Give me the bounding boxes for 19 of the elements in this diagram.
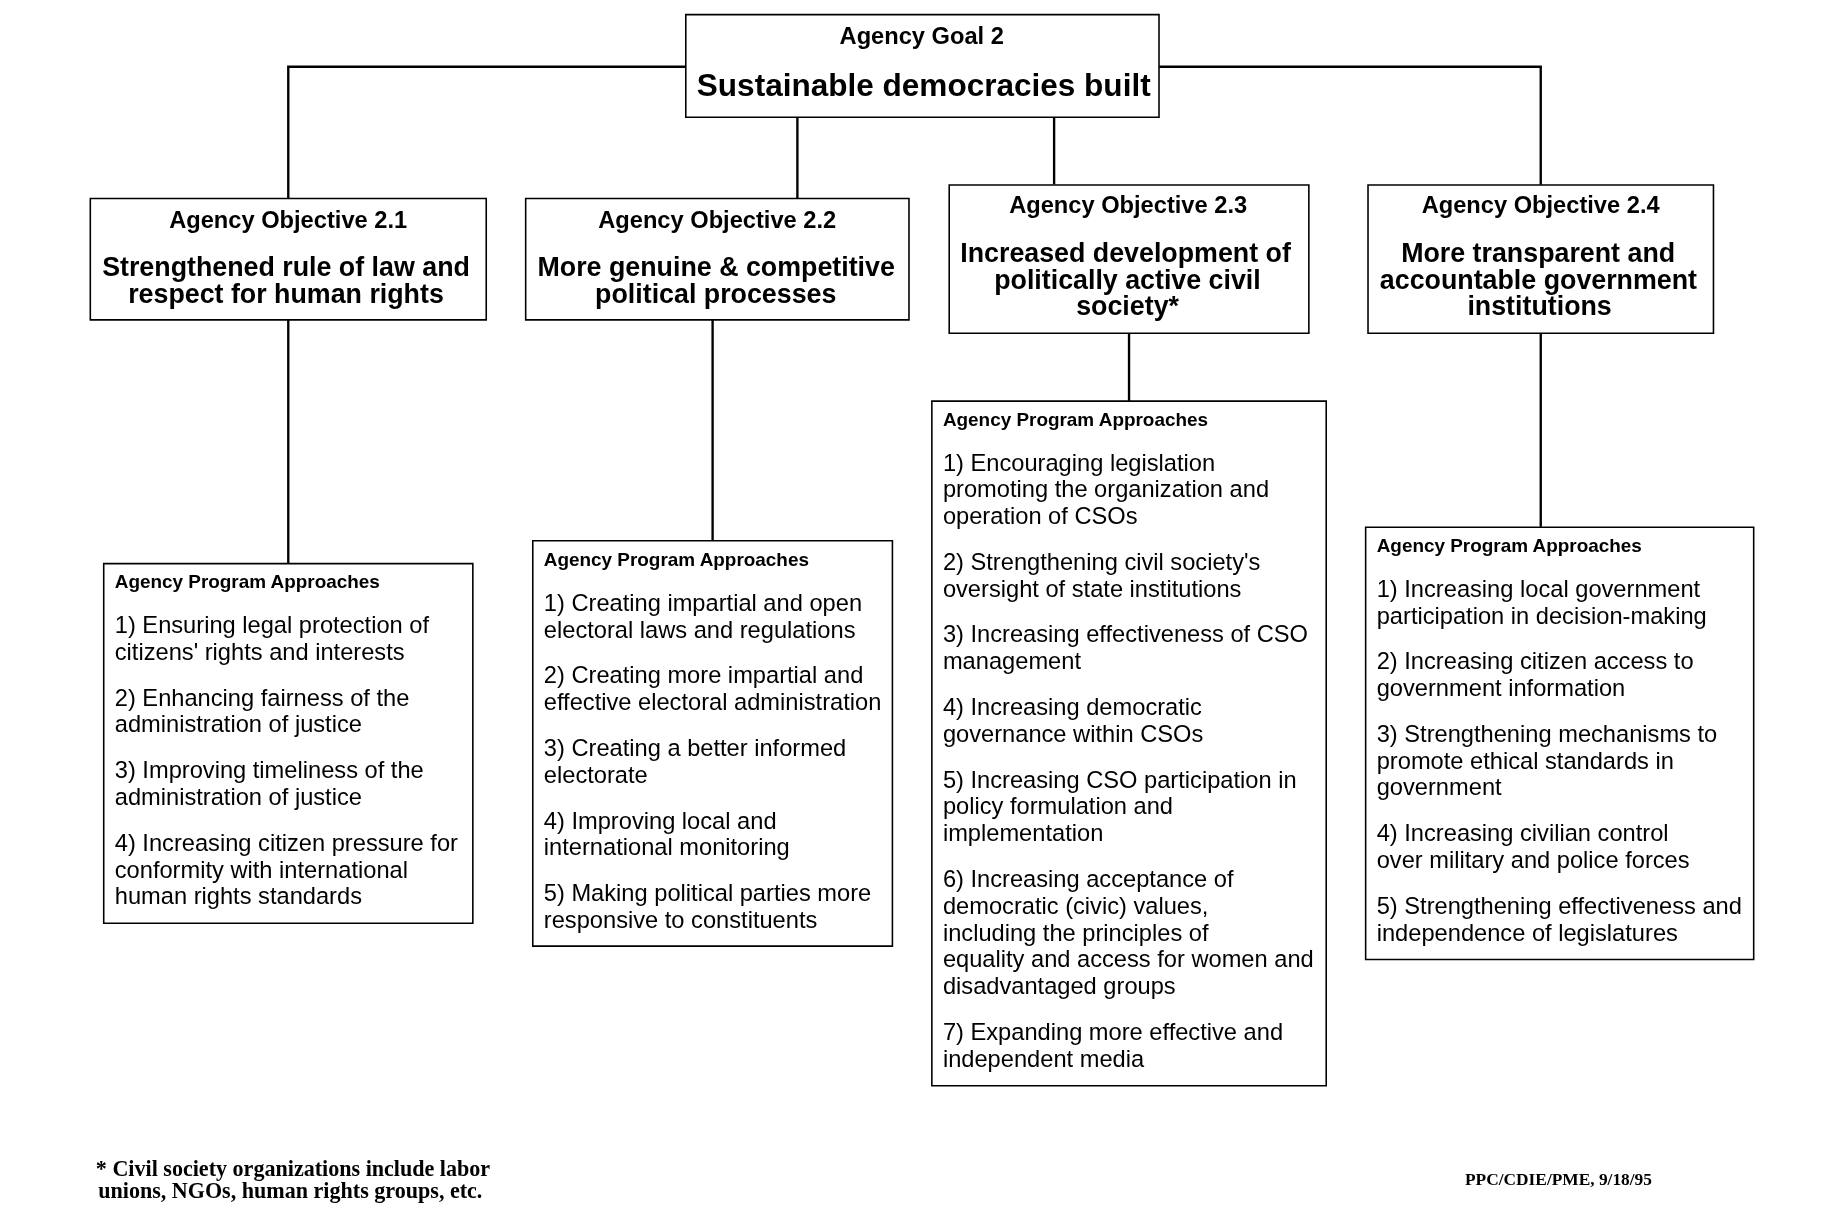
connector xyxy=(1052,117,1056,185)
connector xyxy=(1127,333,1131,402)
node-box: Agency Objective 2.2 More genuine & competitive political processes xyxy=(524,197,910,321)
connector xyxy=(287,320,290,564)
label: * Civil society organizations include labor unions, NGOs, human rights groups, etc. xyxy=(95,1155,491,1204)
node-box: Agency Goal 2 Sustainable democracies built xyxy=(685,13,1160,118)
connector xyxy=(796,117,799,198)
connector xyxy=(1539,333,1542,527)
connector xyxy=(287,65,686,199)
node-box: Agency Program Approaches 1) Ensuring legal protection of citizens' rights and interests 2) Enhancing fairness of the administration of justice 3) Improving timeliness of the administration of justice 4) Increasing citizen pressure for conformity with international human rights standards xyxy=(102,562,474,925)
node-box: Agency Objective 2.4 More transparent and accountable government institutions xyxy=(1367,184,1715,335)
connector xyxy=(711,320,714,541)
node-box: Agency Program Approaches 1) Creating impartial and open electoral laws and regulations 2) Creating more impartial and effective electoral administration 3) Creating a better informed electorate 4) Improving local and international monitoring 5) Making political parties more responsive to constituents xyxy=(532,539,894,947)
node-box: Agency Objective 2.1 Strengthened rule of law and respect for human rights xyxy=(89,197,488,321)
node-box: Agency Program Approaches 1) Encouraging legislation promoting the organization and operation of CSOs 2) Strengthening civil society's oversight of state institutions 3) Increasing effectiveness of CSO management 4) Increasing democratic governance within CSOs 5) Increasing CSO participation in policy formulation and implementation 6) Increasing acceptance of democratic (civic) values, including the principles of equality and access for women and disadvantaged groups 7) Expanding more effective and independent media xyxy=(931,400,1327,1087)
connector xyxy=(1159,65,1542,185)
node-box: Agency Objective 2.3 Increased development of politically active civil society* xyxy=(948,184,1310,335)
label: PPC/CDIE/PME, 9/18/95 xyxy=(1465,1169,1652,1189)
node-box: Agency Program Approaches 1) Increasing local government participation in decision-making 2) Increasing citizen access to government information 3) Strengthening mechanisms to promote ethical standards in government 4) Increasing civilian control over military and police forces 5) Strengthening effectiveness and independence of legislatures xyxy=(1364,526,1755,961)
